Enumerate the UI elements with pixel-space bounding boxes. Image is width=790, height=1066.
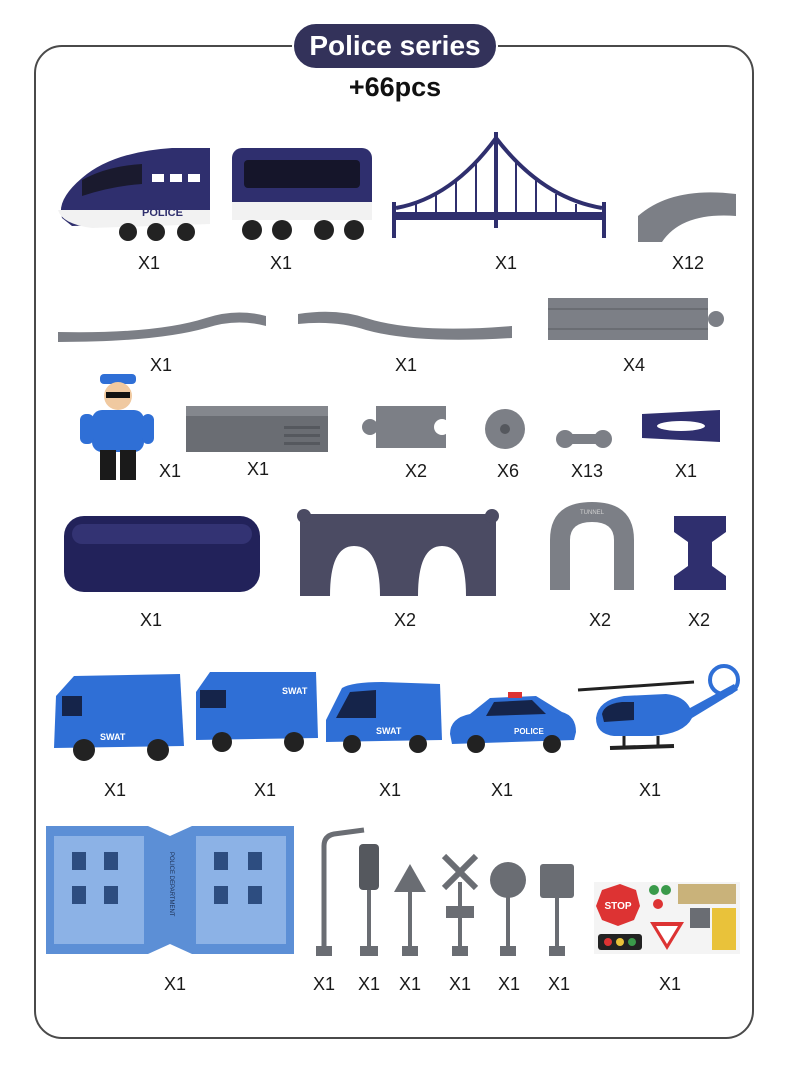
police-officer-figure-image <box>76 372 156 484</box>
qty-curved-track: X12 <box>671 253 705 273</box>
qty-ramp-track-left: X1 <box>149 355 173 375</box>
qty-tunnel-roof: X1 <box>139 610 163 630</box>
curved-track-image <box>632 186 742 244</box>
square-sign-image <box>538 862 576 958</box>
station-label: POLICE DEPARTMENT <box>168 852 174 917</box>
truck-swat-label: SWAT <box>100 732 126 742</box>
minibus-swat-label: SWAT <box>376 726 402 736</box>
traffic-light-post-image <box>356 842 382 958</box>
qty-swat-truck: X1 <box>103 780 127 800</box>
qty-navy-connector: X1 <box>674 461 698 481</box>
qty-police-train-engine: X1 <box>137 253 161 273</box>
straight-track-image <box>544 296 726 342</box>
qty-sticker-sheet: X1 <box>658 974 682 994</box>
qty-round-connector: X6 <box>496 461 520 481</box>
police-car-label: POLICE <box>514 727 544 736</box>
track-connector-image <box>556 428 612 450</box>
police-station-board-image: POLICE DEPARTMENT <box>44 822 296 958</box>
police-train-engine-image: POLICE <box>52 140 214 244</box>
police-car-image: POLICE <box>446 688 578 754</box>
qty-track-connector: X13 <box>570 461 604 481</box>
tunnel-arch-image: TUNNEL <box>548 500 636 592</box>
tunnel-roof-image <box>62 514 262 594</box>
qty-ramp-track-right: X1 <box>394 355 418 375</box>
qty-police-helicopter: X1 <box>638 780 662 800</box>
swat-minibus-image: SWAT <box>322 678 444 754</box>
round-connector-image <box>484 408 526 450</box>
qty-triangle-sign: X1 <box>398 974 422 994</box>
arch-bridge-image <box>296 506 500 598</box>
qty-street-lamp: X1 <box>312 974 336 994</box>
swat-truck-image: SWAT <box>50 666 188 762</box>
qty-short-track: X2 <box>404 461 428 481</box>
qty-swat-minibus: X1 <box>378 780 402 800</box>
qty-police-officer-figure: X1 <box>158 461 182 481</box>
swat-van-image: SWAT <box>192 668 320 754</box>
ramp-track-right-image <box>296 302 514 342</box>
van-swat-label: SWAT <box>282 686 308 696</box>
qty-tunnel-arch: X2 <box>588 610 612 630</box>
qty-suspension-bridge: X1 <box>494 253 518 273</box>
suspension-bridge-image <box>392 128 606 244</box>
piece-count: +66pcs <box>348 72 442 102</box>
series-title: Police series <box>292 22 498 70</box>
stop-label: STOP <box>604 901 631 912</box>
crossing-sign-image <box>440 852 480 958</box>
qty-bridge-pillar: X2 <box>687 610 711 630</box>
qty-round-sign: X1 <box>497 974 521 994</box>
round-sign-image <box>488 860 528 958</box>
qty-square-sign: X1 <box>547 974 571 994</box>
sticker-sheet-image: STOP <box>594 882 740 954</box>
triangle-sign-image <box>392 862 428 958</box>
street-lamp-image <box>314 826 370 958</box>
qty-arch-bridge: X2 <box>393 610 417 630</box>
tunnel-label: TUNNEL <box>580 510 605 516</box>
qty-police-station-board: X1 <box>163 974 187 994</box>
bridge-pillar-image <box>672 514 728 592</box>
qty-train-carriage: X1 <box>269 253 293 273</box>
engine-label: POLICE <box>142 207 183 219</box>
qty-traffic-light-post: X1 <box>357 974 381 994</box>
qty-straight-track: X4 <box>622 355 646 375</box>
platform-block-image <box>184 404 330 454</box>
navy-connector-image <box>640 408 722 444</box>
qty-police-car: X1 <box>490 780 514 800</box>
qty-crossing-sign: X1 <box>448 974 472 994</box>
train-carriage-image <box>228 140 376 244</box>
ramp-track-left-image <box>56 302 270 342</box>
qty-platform-block: X1 <box>246 459 270 479</box>
qty-swat-van: X1 <box>253 780 277 800</box>
police-helicopter-image <box>574 644 740 764</box>
short-track-image <box>360 404 450 450</box>
